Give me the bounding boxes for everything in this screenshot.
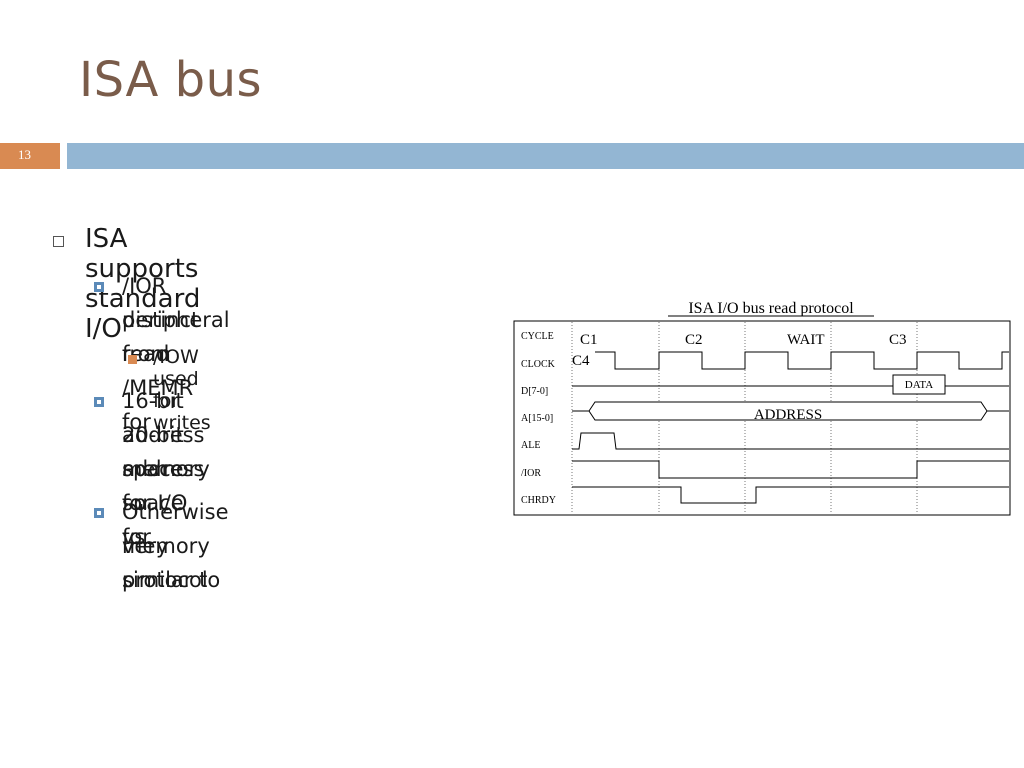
diagram-frame (513, 320, 1011, 516)
bullet-marker-orange (128, 355, 137, 364)
signal-label-data: D[7-0] (521, 386, 548, 397)
diagram-title: ISA I/O bus read protocol (688, 300, 854, 317)
bullet-address-line1: 16-bit address space for I/O vs. (122, 389, 205, 549)
signal-label-ior: /IOR (521, 468, 541, 479)
signal-label-address: A[15-0] (521, 413, 553, 424)
bullet-marker-blue (94, 508, 104, 518)
signal-label-clock: CLOCK (521, 359, 556, 370)
bullet-marker-blue (94, 397, 104, 407)
slide-number: 13 (18, 147, 31, 162)
bullet-iow: /IOW used for writes (153, 346, 211, 434)
ale-waveform (572, 432, 1009, 450)
bullet-ior-line2: peripheral read (122, 308, 230, 366)
timing-diagram: ISA I/O bus read protocol CYCLE CLOCK D[… (513, 296, 1013, 522)
bullet-similar-line1: Otherwise very similar to (122, 500, 229, 592)
ior-waveform (572, 460, 1009, 479)
cycle-label-wait: WAIT (787, 332, 825, 348)
data-box-label: DATA (905, 379, 934, 391)
cycle-label-c3: C3 (889, 332, 907, 348)
bullet-isa-supports: ISA supports standard I/O (85, 224, 201, 344)
timing-diagram-svg: ISA I/O bus read protocol CYCLE CLOCK D[… (513, 300, 1011, 516)
slide-title: ISA bus (79, 52, 263, 108)
bullet-address-line2: 20-bit address space for (122, 423, 205, 549)
bullet-ior-line1: /IOR distinct from /MEMR for (122, 274, 200, 434)
bullet-address-line3: memory (122, 457, 210, 481)
header-bar (67, 143, 1024, 169)
signal-label-ale: ALE (521, 440, 540, 451)
signal-label-chrdy: CHRDY (521, 495, 556, 506)
signal-label-cycle: CYCLE (521, 331, 554, 342)
chrdy-waveform (572, 486, 1009, 504)
bullet-marker-blue (94, 282, 104, 292)
bullet-similar-line2: memory protocol (122, 534, 210, 592)
cycle-label-c4: C4 (572, 353, 590, 369)
cycle-label-c1: C1 (580, 332, 598, 348)
clock-waveform (595, 351, 1009, 370)
slide-number-box (0, 143, 60, 169)
address-label: ADDRESS (754, 407, 822, 423)
bullet-marker-outline (53, 236, 64, 247)
cycle-label-c2: C2 (685, 332, 703, 348)
data-box (892, 374, 946, 395)
